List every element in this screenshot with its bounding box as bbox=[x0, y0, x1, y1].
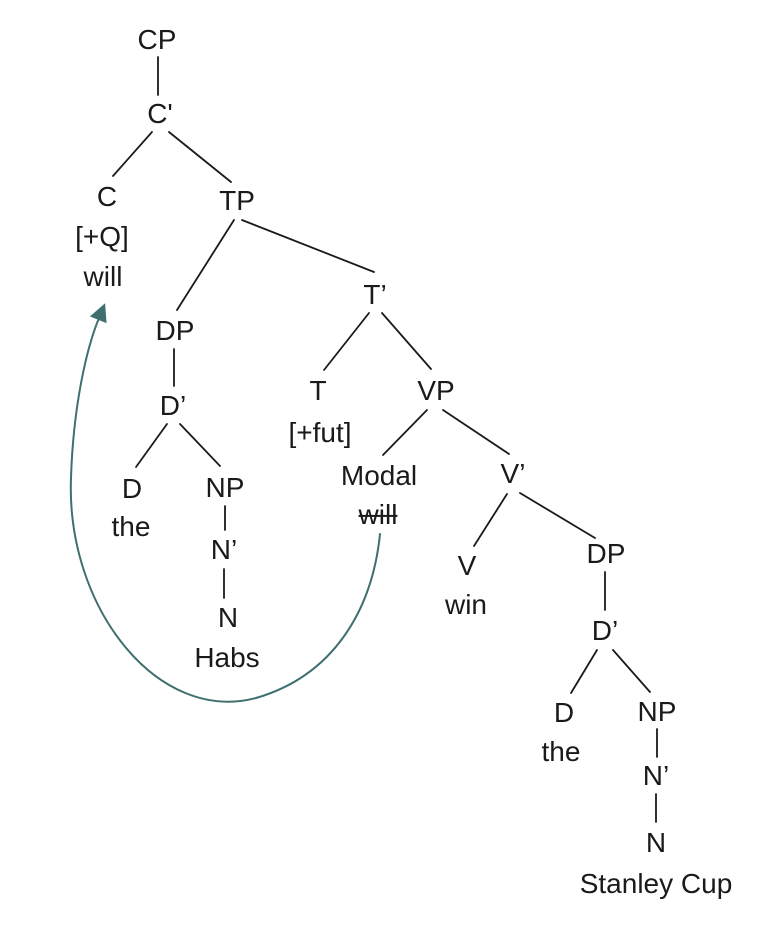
node-c-will: will bbox=[83, 260, 123, 292]
node-subject-d: D bbox=[121, 472, 143, 504]
node-t-bar: T’ bbox=[363, 278, 387, 310]
node-subject-np: NP bbox=[205, 471, 245, 503]
edge-tp-tbar bbox=[241, 219, 375, 273]
node-cp: CP bbox=[137, 23, 177, 55]
node-subject-d-bar: D’ bbox=[159, 389, 187, 421]
node-t: T bbox=[309, 374, 327, 406]
node-vp: VP bbox=[417, 374, 455, 406]
node-subject-dp: DP bbox=[155, 314, 195, 346]
edge-cbar-c bbox=[112, 131, 153, 177]
node-subject-the: the bbox=[111, 510, 151, 542]
node-tp: TP bbox=[219, 184, 255, 216]
node-v-bar: V’ bbox=[500, 457, 526, 489]
node-object-dp: DP bbox=[586, 537, 626, 569]
node-object-d-bar: D’ bbox=[591, 614, 619, 646]
edge-vbar-objdp bbox=[519, 492, 596, 539]
node-object-d: D bbox=[553, 696, 575, 728]
edge-vp-vbar bbox=[442, 409, 510, 455]
node-t-feature: [+fut] bbox=[288, 416, 352, 448]
node-c-bar: C' bbox=[147, 97, 173, 129]
node-subject-noun: Habs bbox=[194, 641, 260, 673]
edge-vp-modal bbox=[382, 409, 428, 456]
edge-subjdbar-subjnp bbox=[179, 423, 221, 467]
node-c-feature: [+Q] bbox=[75, 220, 129, 252]
node-modal-label: Modal bbox=[340, 459, 418, 491]
node-subject-n-bar: N’ bbox=[210, 533, 238, 565]
edge-tp-subjdp bbox=[176, 219, 235, 311]
edge-tbar-vp bbox=[381, 312, 432, 370]
edge-subjdbar-subjd bbox=[135, 423, 168, 468]
node-v: V bbox=[457, 549, 477, 581]
node-object-n-bar: N’ bbox=[642, 759, 670, 791]
node-subject-n: N bbox=[217, 601, 239, 633]
node-object-n: N bbox=[645, 826, 667, 858]
edge-objdbar-objd bbox=[570, 649, 598, 694]
movement-arrow bbox=[69, 303, 381, 703]
node-object-noun: Stanley Cup bbox=[579, 867, 733, 899]
node-c: C bbox=[96, 180, 118, 212]
edge-tbar-t bbox=[323, 312, 370, 371]
node-verb: win bbox=[444, 588, 488, 620]
edge-objdbar-objnp bbox=[612, 649, 651, 693]
node-modal-will-struck: will bbox=[358, 498, 398, 530]
node-object-the: the bbox=[541, 735, 581, 767]
edge-cbar-tp bbox=[168, 131, 232, 183]
node-object-np: NP bbox=[637, 695, 677, 727]
edge-vbar-v bbox=[473, 493, 508, 547]
